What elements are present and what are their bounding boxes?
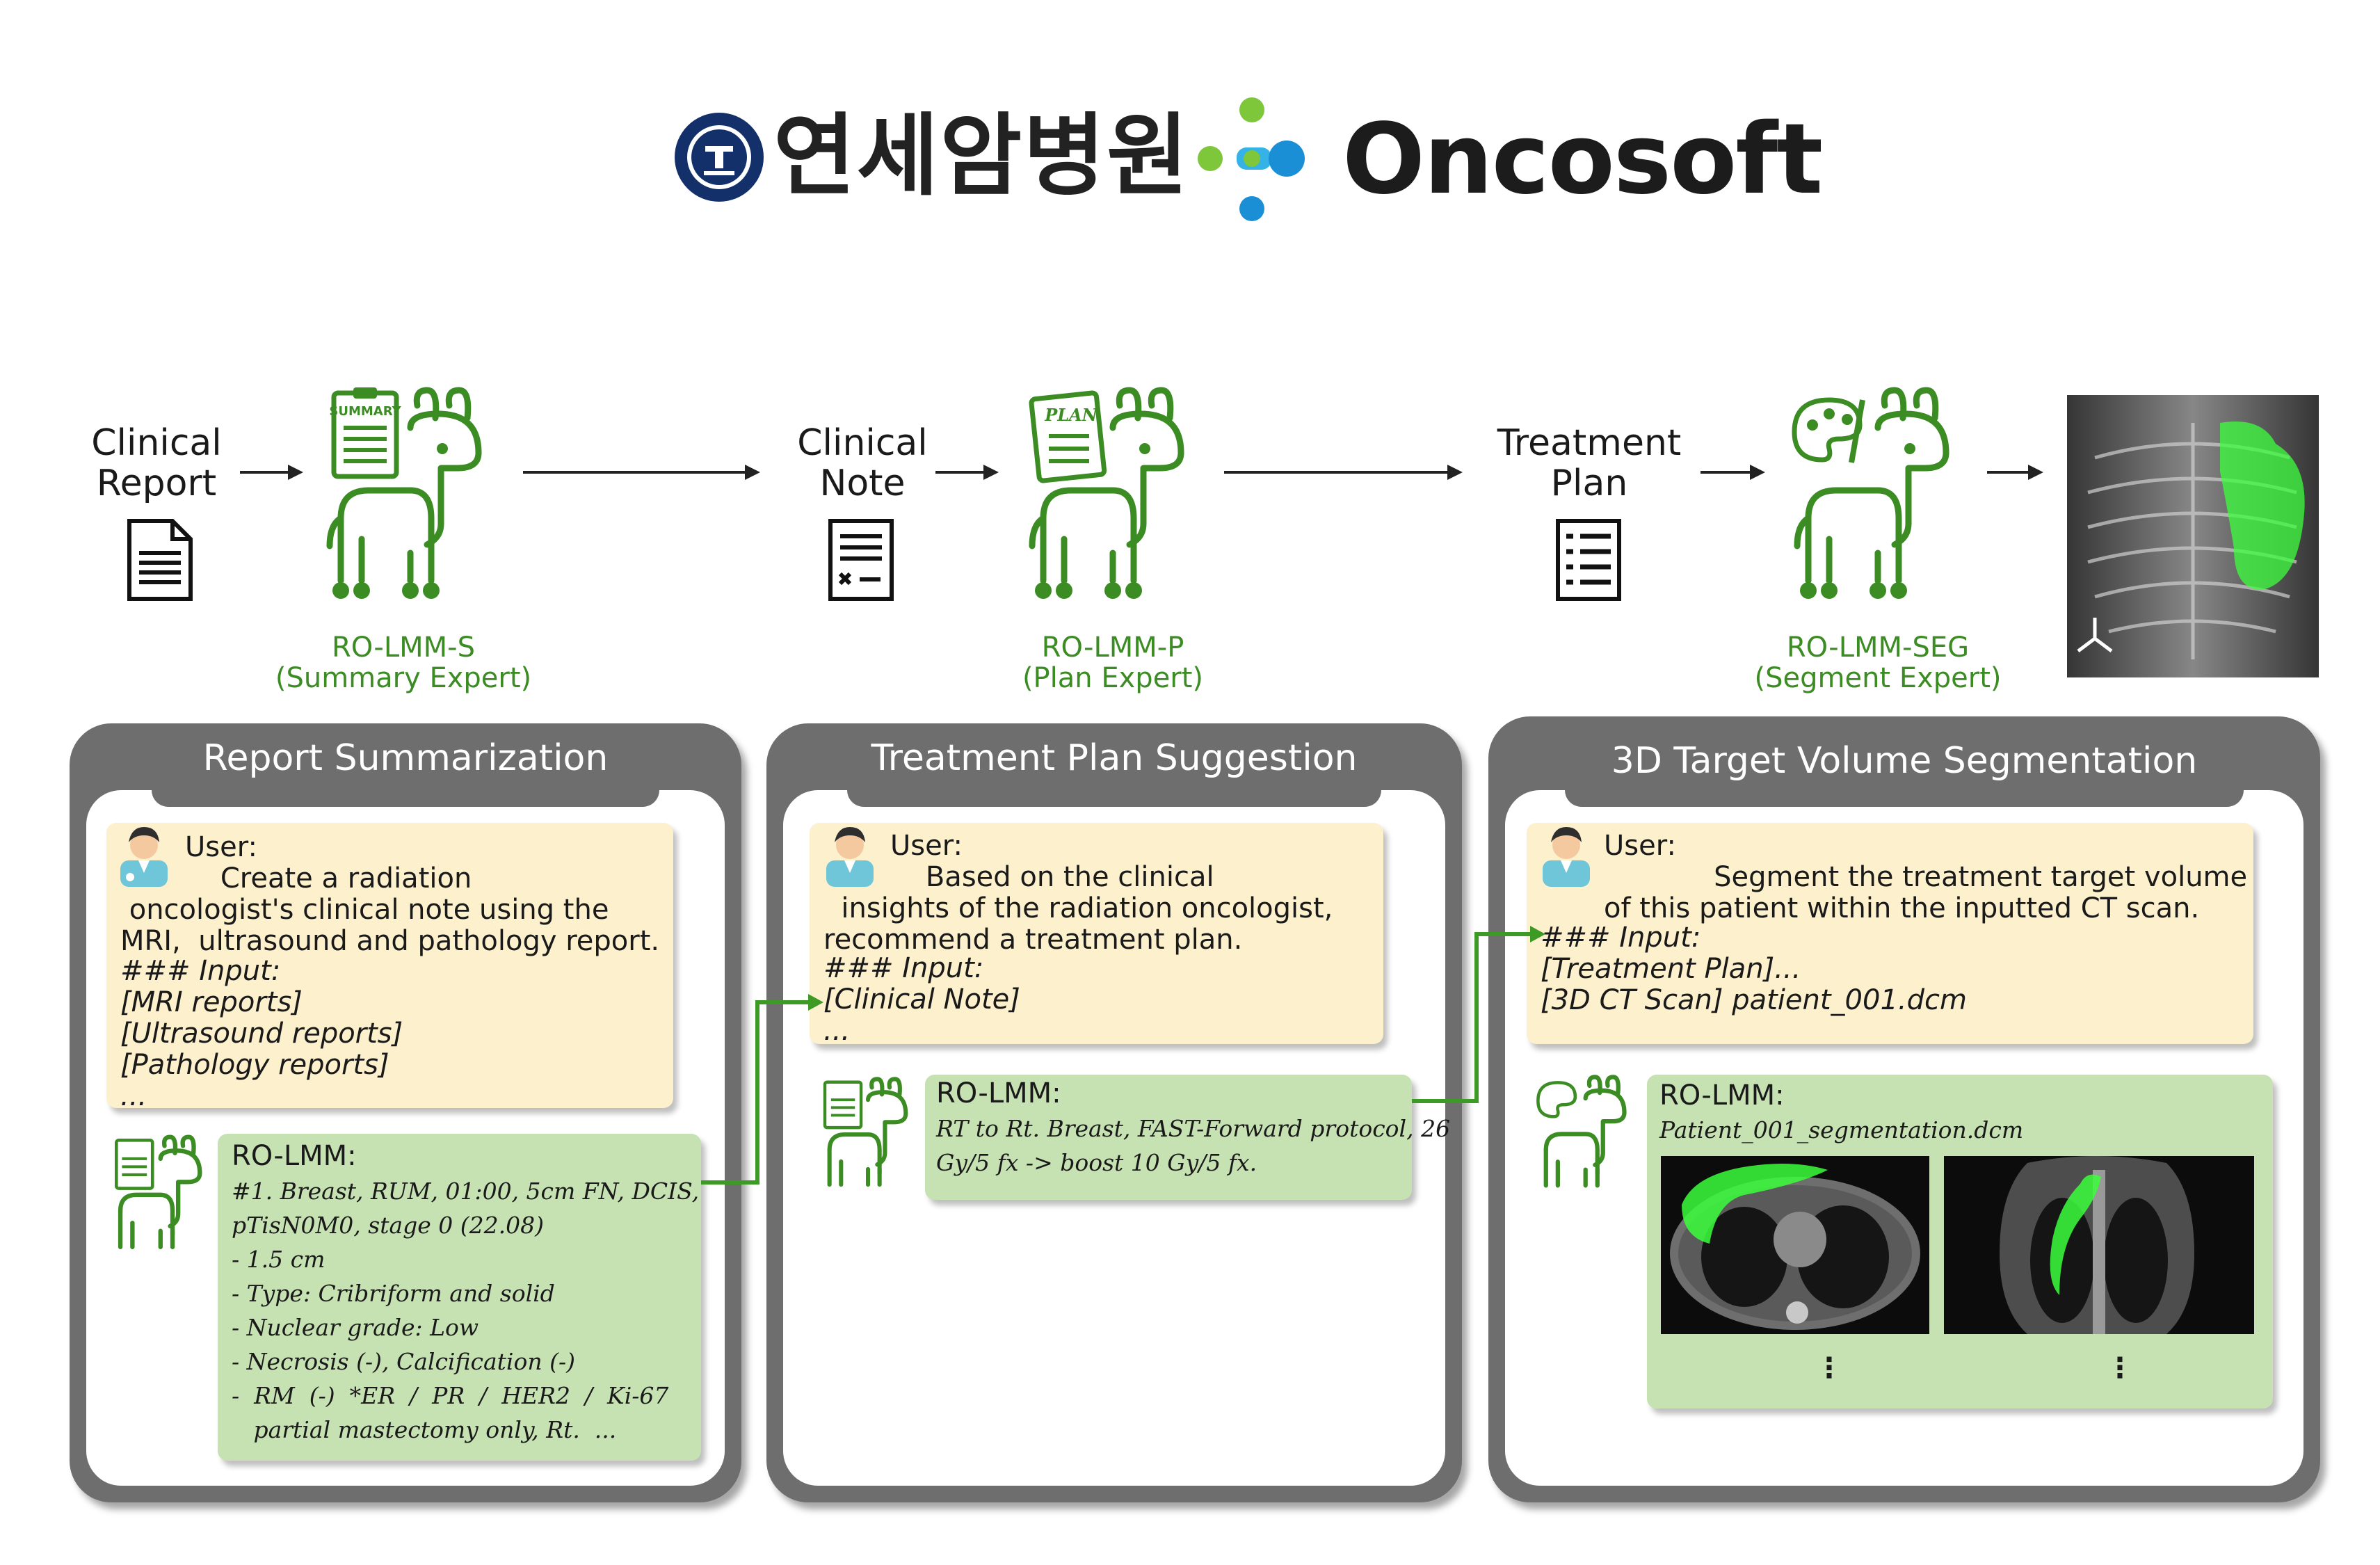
ct-3d-rendering-image <box>2067 395 2319 677</box>
document-icon <box>127 519 193 601</box>
user-text-wrap: Segment the treatment target volume of t… <box>1604 830 2247 924</box>
yonsei-logo-text: 연세암병원 <box>773 104 1190 208</box>
llama-segment-small-icon <box>1536 1075 1627 1188</box>
oncosoft-mark-icon <box>1198 97 1305 221</box>
llama-segment-expert-icon <box>1792 387 1949 599</box>
connector-summary-h2 <box>755 1000 811 1004</box>
llm-label: RO-LMM: <box>232 1140 357 1172</box>
llama-plan-small-icon <box>823 1077 908 1187</box>
panel-title: 3D Target Volume Segmentation <box>1565 716 2244 807</box>
connector-summary-v <box>755 1000 759 1185</box>
connector-plan-h2 <box>1474 932 1533 936</box>
oncosoft-logo-text: Oncosoft <box>1342 103 1823 216</box>
connector-summary-arrowhead <box>808 994 823 1011</box>
user-prompt-bubble <box>810 823 1383 1044</box>
doctor-avatar-icon <box>826 827 874 887</box>
arrow-note-to-p-head <box>983 465 999 480</box>
arrow-plan-to-seg <box>1700 471 1751 474</box>
llm-segmentation-filename: Patient_001_segmentation.dcm <box>1659 1116 2024 1143</box>
expert1-role: (Summary Expert) <box>275 662 532 694</box>
ellipsis-right: ⋮ <box>2106 1352 2134 1384</box>
ct-axial-slice-image <box>1661 1156 1929 1334</box>
treatment-plan-label: Treatment Plan <box>1497 422 1682 504</box>
expert2-name: RO-LMM-P <box>1041 632 1184 664</box>
ct-coronal-slice-image <box>1944 1156 2254 1334</box>
arrow-p-to-plan-head <box>1447 465 1463 480</box>
user-text: Create a radiation oncologist's clinical… <box>120 862 660 957</box>
user-text: Based on the clinical insights of the ra… <box>823 861 1333 956</box>
arrow-s-to-note-head <box>745 465 760 480</box>
llm-label: RO-LMM: <box>1659 1080 1785 1111</box>
user-text: Segment the treatment target volume of t… <box>1604 861 2248 924</box>
llm-summary-text: #1. Breast, RUM, 01:00, 5cm FN, DCIS, pT… <box>232 1178 700 1443</box>
input-text: ### Input: [MRI reports] [Ultrasound rep… <box>120 955 403 1112</box>
llm-label: RO-LMM: <box>936 1077 1061 1109</box>
user-label: User: <box>185 831 257 863</box>
arrow-seg-to-render <box>1987 471 2029 474</box>
ellipsis-left: ⋮ <box>1815 1352 1843 1384</box>
doctor-avatar-icon <box>1543 827 1590 887</box>
user-label: User: <box>1604 830 1676 862</box>
svg-text:PLAN: PLAN <box>1044 405 1098 425</box>
expert2-role: (Plan Expert) <box>1022 662 1204 694</box>
arrow-note-to-p <box>935 471 984 474</box>
arrow-report-to-s-head <box>288 465 303 480</box>
note-icon <box>828 519 894 601</box>
user-label: User: <box>890 830 963 862</box>
panel-title: Report Summarization <box>152 723 659 807</box>
user-prompt-bubble <box>106 823 673 1108</box>
arrow-report-to-s <box>240 471 289 474</box>
llama-plan-expert-icon: PLAN <box>1029 387 1184 599</box>
arrow-plan-to-seg-head <box>1750 465 1765 480</box>
llama-summary-small-icon <box>115 1134 202 1249</box>
checklist-icon <box>1556 519 1621 601</box>
clinical-report-label: Clinical Report <box>91 422 222 504</box>
arrow-p-to-plan <box>1224 471 1448 474</box>
svg-text:SUMMARY: SUMMARY <box>329 404 401 419</box>
connector-summary-h1 <box>701 1180 759 1185</box>
arrow-seg-to-render-head <box>2028 465 2043 480</box>
arrow-s-to-note <box>523 471 746 474</box>
connector-plan-arrowhead <box>1530 926 1545 942</box>
expert3-role: (Segment Expert) <box>1754 662 2002 694</box>
user-text-wrap: Create a radiation oncologist's clinical… <box>120 832 670 957</box>
llm-response-bubble <box>218 1134 701 1461</box>
expert3-name: RO-LMM-SEG <box>1786 632 1970 664</box>
expert1-name: RO-LMM-S <box>332 632 475 664</box>
user-prompt-bubble <box>1527 823 2253 1044</box>
clinical-note-label: Clinical Note <box>797 422 928 504</box>
input-text: ### Input: [Clinical Note] ... <box>823 952 1020 1047</box>
doctor-avatar-icon <box>120 827 168 887</box>
user-text-wrap: Based on the clinical insights of the ra… <box>823 830 1333 956</box>
llama-summary-expert-icon: SUMMARY <box>326 387 482 599</box>
connector-plan-h1 <box>1412 1099 1479 1103</box>
yonsei-seal-icon <box>675 113 764 202</box>
llm-plan-text: RT to Rt. Breast, FAST-Forward protocol,… <box>936 1115 1451 1176</box>
input-text: ### Input: [Treatment Plan]... [3D CT Sc… <box>1541 922 1967 1016</box>
panel-title: Treatment Plan Suggestion <box>847 723 1381 807</box>
connector-plan-v <box>1474 932 1479 1103</box>
llm-response-bubble <box>925 1075 1412 1200</box>
